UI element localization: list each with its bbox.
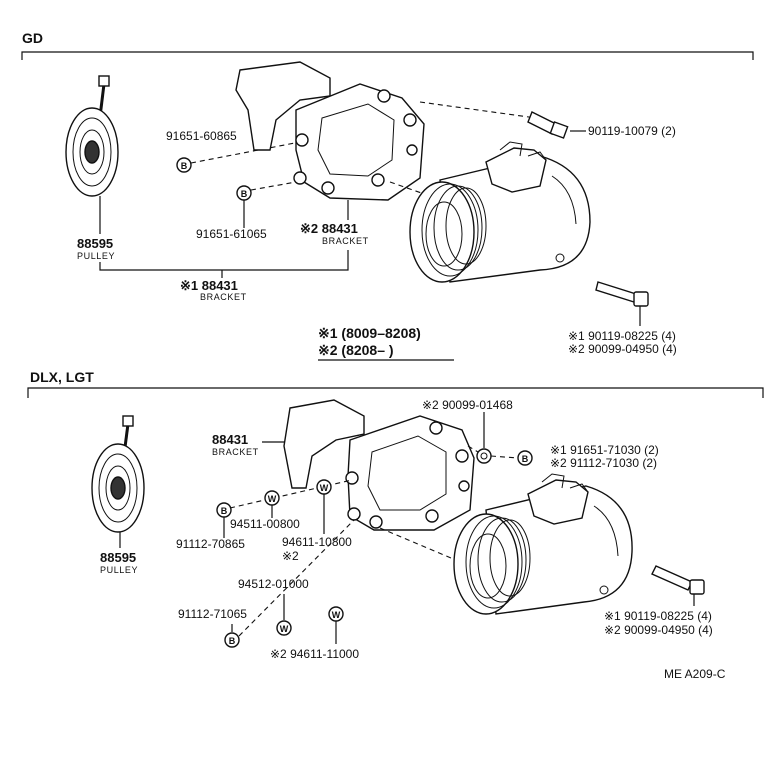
bracket-gd (235, 61, 425, 201)
svg-text:B: B (181, 161, 188, 171)
bolt-c-dlx-number: 91112-71065 (178, 607, 247, 621)
section-bracket-dlx (27, 387, 764, 398)
bracket-dlx-number: 88431 (212, 432, 248, 447)
bracket1-gd-name: BRACKET (200, 292, 247, 302)
legend-1: ※1 (8009–8208) (318, 325, 421, 341)
washer-d-dlx-number: ※2 94611-11000 (270, 647, 359, 661)
bolt-a-dlx-number: 91112-70865 (176, 537, 245, 551)
badge-b-dlx-right (517, 450, 533, 466)
bracket2-gd-name: BRACKET (322, 236, 369, 246)
svg-text:W: W (320, 483, 329, 493)
pulley-gd (65, 75, 119, 197)
section-bracket-gd (21, 51, 754, 60)
dash-dlx-bolt (490, 455, 519, 459)
section-label-dlx: DLX, LGT (30, 369, 94, 385)
bracket1-gd-number: ※1 88431 (180, 278, 238, 293)
svg-text:B: B (241, 189, 248, 199)
pulley-gd-number: 88595 (77, 236, 113, 251)
bolt-gd-lower-number: 91651-61065 (196, 227, 267, 241)
svg-text:W: W (280, 624, 289, 634)
dash-dlx-lower (238, 519, 355, 637)
badge-b-dlx-c (224, 632, 240, 648)
bolt2-dlx-number: ※2 91112-71030 (2) (550, 456, 657, 470)
bracket2-gd-number: ※2 88431 (300, 221, 358, 236)
section-label-gd: GD (22, 30, 43, 46)
dash-gd-comp (389, 181, 431, 197)
svg-text:W: W (268, 494, 277, 504)
washer-a-dlx-number: 94511-00800 (230, 517, 300, 531)
bracket-dlx-name: BRACKET (212, 447, 259, 457)
badge-w-dlx-c (276, 620, 292, 636)
stud-bolt-gd (527, 111, 569, 139)
washer-b-dlx-note: ※2 (282, 549, 299, 563)
svg-text:B: B (221, 506, 228, 516)
pulley-dlx-name: PULLEY (100, 565, 138, 575)
bolt-gd-top-number: 91651-60865 (166, 129, 237, 143)
dash-gd-stud (419, 101, 537, 119)
stud-gd-number: 90119-10079 (2) (588, 124, 676, 138)
washer-c-dlx-number: 94512-01000 (238, 577, 309, 591)
washer-b-dlx-number: 94611-10800 (282, 535, 352, 549)
pulley-gd-name: PULLEY (77, 251, 115, 261)
svg-text:B: B (229, 636, 236, 646)
dash-gd-top (190, 141, 301, 164)
nut-dlx-number: ※2 90099-01468 (422, 398, 513, 412)
compbolt2-gd-number: ※2 90099-04950 (4) (568, 342, 677, 356)
compbolt2-dlx-number: ※2 90099-04950 (4) (604, 623, 713, 637)
dash-dlx-left (229, 479, 353, 509)
svg-text:B: B (522, 454, 529, 464)
reference-code: ME A209-C (664, 667, 726, 681)
dash-gd-lower (250, 181, 297, 191)
badge-b-gd-top (176, 157, 192, 173)
bracket1-gd-span (99, 250, 349, 271)
pulley-dlx (91, 415, 145, 533)
compressor-dlx (453, 473, 633, 615)
compbolt1-gd-number: ※1 90119-08225 (4) (568, 329, 676, 343)
bracket-dlx (283, 399, 475, 531)
compressor-bolt-dlx (651, 565, 705, 595)
compressor-bolt-gd (595, 281, 649, 307)
dash-dlx-nut (467, 445, 479, 453)
compbolt1-dlx-number: ※1 90119-08225 (4) (604, 609, 712, 623)
pulley-dlx-number: 88595 (100, 550, 136, 565)
bolt1-dlx-number: ※1 91651-71030 (2) (550, 443, 659, 457)
nut-dlx (476, 448, 492, 464)
legend-2: ※2 (8208– ) (318, 342, 394, 358)
svg-text:W: W (332, 610, 341, 620)
compressor-gd (409, 141, 591, 283)
